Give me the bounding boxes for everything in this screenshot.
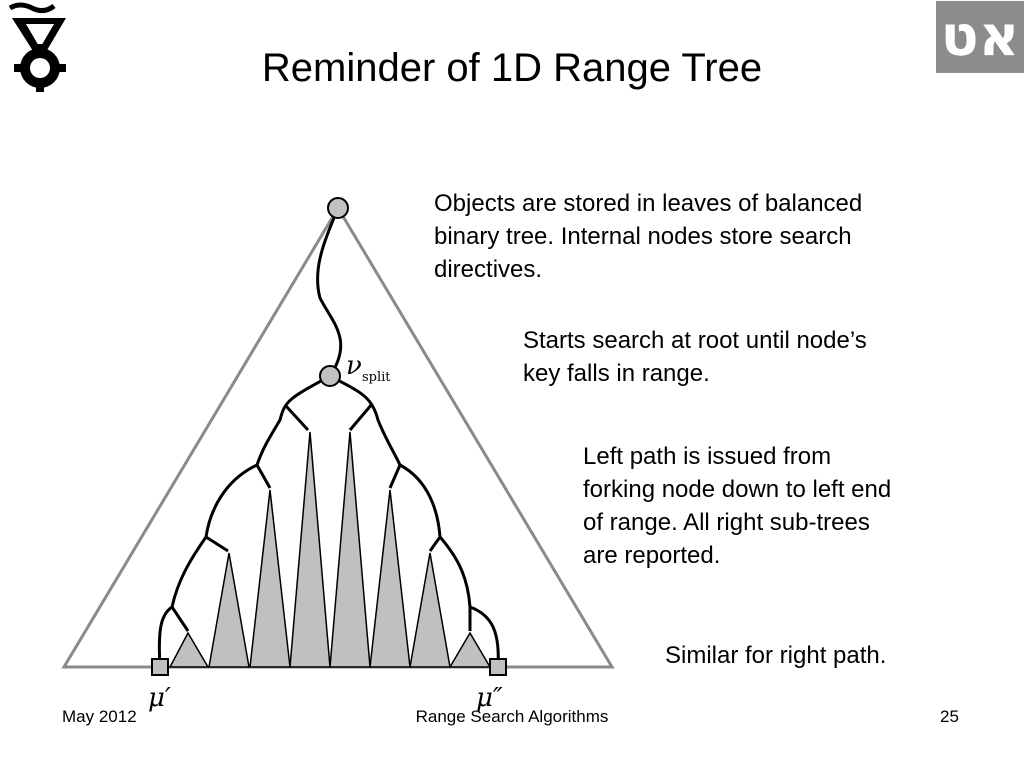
right-path-description: Similar for right path. [665, 639, 1005, 672]
slide-title: Reminder of 1D Range Tree [261, 46, 763, 90]
root-node [327, 197, 349, 219]
left-leaf-mu-prime [151, 658, 169, 676]
mu-prime-label: μ′ [148, 683, 171, 713]
logo-glyph: אט [940, 4, 1020, 69]
root-to-split-path [316, 207, 343, 377]
split-node-label: ν [346, 351, 362, 381]
text-line: Similar for right path. [665, 642, 887, 669]
text-line: forking node down to left end [583, 476, 892, 503]
mu-double-prime-label: μ″ [476, 683, 503, 713]
technion-logo-icon [0, 0, 78, 95]
left-path-description: Left path is issued from forking node do… [583, 440, 1003, 572]
right-leaf-mu-double-prime [489, 658, 507, 676]
split-search-description: Starts search at root until node’s key f… [523, 324, 963, 390]
text-line: are reported. [583, 542, 721, 569]
footer-date: May 2012 [62, 707, 137, 726]
text-line: of range. All right sub-trees [583, 509, 870, 536]
right-search-path [329, 374, 500, 668]
text-line: key falls in range. [523, 360, 710, 387]
subtree-triangle [208, 552, 250, 668]
hebrew-letters-logo-icon: אט [936, 1, 1024, 73]
footer-page-number: 25 [940, 707, 959, 726]
split-node-subscript: split [362, 370, 391, 385]
left-search-path [157, 374, 331, 668]
text-line: binary tree. Internal nodes store search [434, 223, 852, 250]
text-line: Starts search at root until node’s [523, 327, 867, 354]
subtree-triangle [409, 552, 451, 668]
subtree-triangle [448, 631, 492, 668]
subtree-triangle [289, 431, 331, 668]
text-line: directives. [434, 256, 543, 283]
left-branch-stubs [170, 404, 310, 632]
subtree-triangle [249, 489, 291, 668]
subtree-triangle [168, 631, 210, 668]
text-line: Left path is issued from [583, 443, 832, 470]
split-node [319, 365, 341, 387]
subtree-triangle [329, 431, 371, 668]
text-line: Objects are stored in leaves of balanced [434, 190, 863, 217]
leaves-description: Objects are stored in leaves of balanced… [434, 187, 964, 286]
right-branch-stubs [348, 403, 472, 631]
reported-subtrees [168, 431, 492, 668]
subtree-triangle [369, 489, 411, 668]
footer-course-title: Range Search Algorithms [415, 707, 609, 726]
